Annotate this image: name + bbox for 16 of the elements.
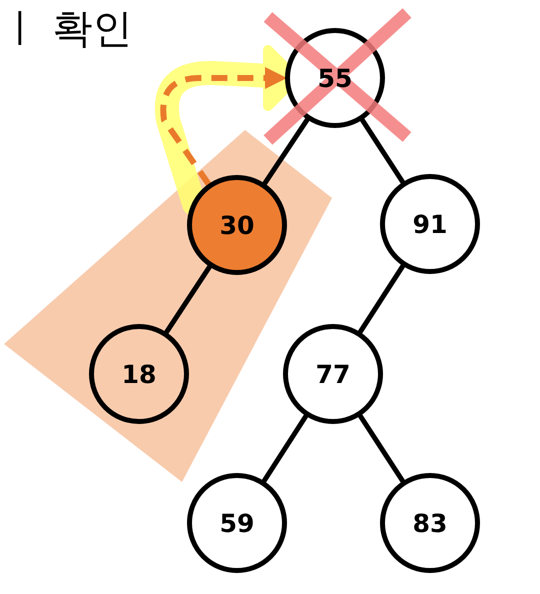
node-value: 30	[220, 212, 254, 238]
dashed-arrow	[160, 67, 287, 186]
node-value: 55	[318, 66, 352, 90]
node-value: 59	[220, 510, 254, 536]
tree-edge	[360, 118, 406, 184]
tree-edge	[358, 264, 406, 334]
node-value: 91	[412, 212, 448, 236]
node-value: 18	[122, 362, 156, 386]
tree-node	[89, 324, 189, 424]
node-value: 83	[412, 510, 448, 536]
tree-edge	[358, 414, 406, 484]
tree-edge	[262, 117, 310, 186]
node-value: 77	[316, 362, 350, 386]
heading: ㅣ 확인	[0, 5, 133, 54]
tree-edge	[261, 414, 309, 484]
tree-edge	[164, 264, 212, 334]
